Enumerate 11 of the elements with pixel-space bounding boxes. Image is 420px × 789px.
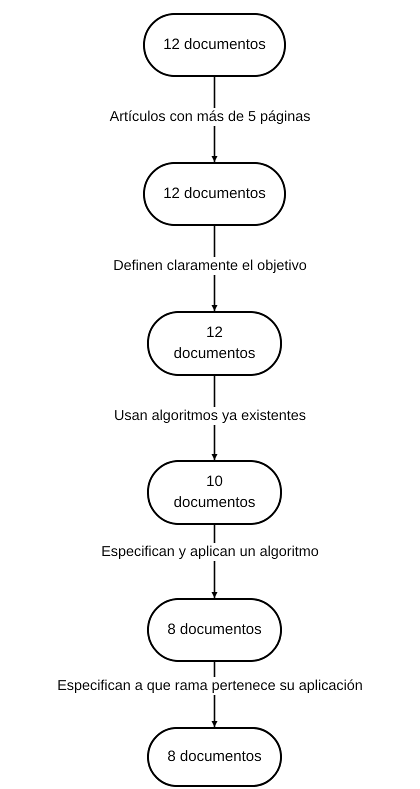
node-text: 12 documentos <box>172 323 256 364</box>
node-text: 8 documentos <box>167 746 262 767</box>
node-text: 8 documentos <box>167 620 262 640</box>
node-text: 10 documentos <box>172 472 256 512</box>
edge-label: Especifican a que rama pertenece su aplicación <box>56 677 364 695</box>
edge-label: Usan algoritmos ya existentes <box>113 407 307 425</box>
edge-label: Definen claramente el objetivo <box>112 257 308 275</box>
node-text: 12 documentos <box>163 184 266 204</box>
node-text: 12 documentos <box>163 34 266 55</box>
edge-label: Especifican y aplican un algoritmo <box>100 543 320 561</box>
edge-label: Artículos con más de 5 páginas <box>108 108 312 126</box>
